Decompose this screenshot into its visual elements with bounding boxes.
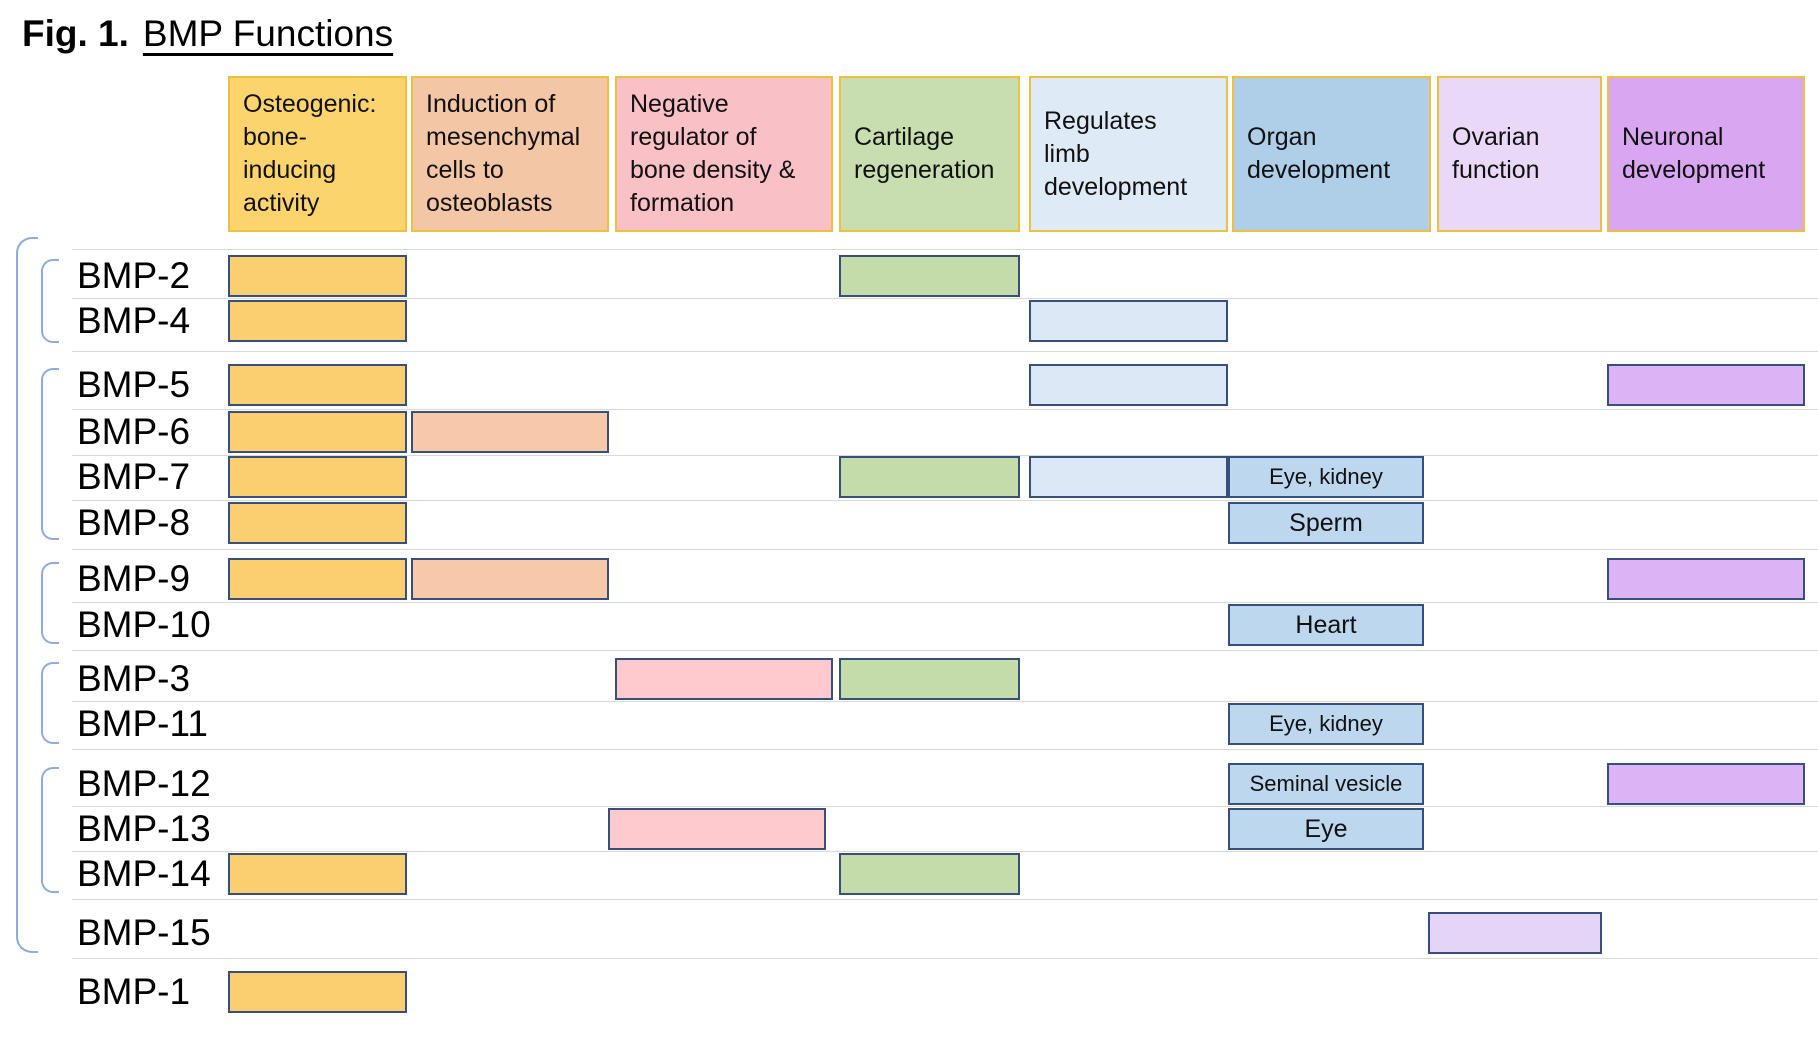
row-label-bmp-5: BMP-5 [77, 364, 191, 405]
row-label-bmp-3: BMP-3 [77, 658, 191, 699]
row-label-bmp-15: BMP-15 [77, 912, 211, 953]
row-separator-line [72, 249, 1818, 250]
row-separator-line [72, 298, 1818, 299]
bar-bmp-2-cartilage-regeneration [839, 255, 1020, 297]
row-separator-line [72, 899, 1818, 900]
row-label-bmp-6: BMP-6 [77, 411, 191, 452]
row-label-bmp-14: BMP-14 [77, 853, 211, 894]
column-header-organ-development: Organ development [1232, 76, 1431, 232]
bar-bmp-9-mesenchymal-induction [411, 558, 609, 600]
row-separator-line [72, 650, 1818, 651]
bar-bmp-6-mesenchymal-induction [411, 411, 609, 453]
row-separator-line [72, 958, 1818, 959]
row-label-bmp-13: BMP-13 [77, 808, 211, 849]
bar-bmp-5-neuronal-development [1607, 364, 1805, 406]
row-separator-line [72, 701, 1818, 702]
column-header-ovarian-function: Ovarian function [1437, 76, 1602, 232]
bar-bmp-7-limb-development [1029, 456, 1228, 498]
bar-bmp-8-osteogenic [228, 502, 407, 544]
bar-bmp-15-ovarian-function [1428, 912, 1602, 954]
bar-bmp-7-cartilage-regeneration [839, 456, 1020, 498]
row-separator-line [72, 409, 1818, 410]
bracket-outer [16, 237, 38, 953]
figure-title: Fig. 1. BMP Functions [22, 10, 393, 58]
bar-bmp-8-organ-development: Sperm [1228, 502, 1424, 544]
bar-bmp-12-organ-development: Seminal vesicle [1228, 763, 1424, 805]
bar-bmp-3-cartilage-regeneration [839, 658, 1020, 700]
bar-bmp-14-osteogenic [228, 853, 407, 895]
bar-bmp-5-osteogenic [228, 364, 407, 406]
bar-bmp-7-organ-development: Eye, kidney [1228, 456, 1424, 498]
bar-bmp-4-osteogenic [228, 300, 407, 342]
bar-bmp-14-cartilage-regeneration [839, 853, 1020, 895]
bar-bmp-13-organ-development: Eye [1228, 808, 1424, 850]
bar-bmp-13-bone-density-regulator [608, 808, 826, 850]
bar-bmp-11-organ-development: Eye, kidney [1228, 703, 1424, 745]
row-label-bmp-9: BMP-9 [77, 558, 191, 599]
row-label-bmp-7: BMP-7 [77, 456, 191, 497]
column-header-bone-density-regulator: Negative regulator of bone density & for… [615, 76, 833, 232]
row-separator-line [72, 351, 1818, 352]
column-header-osteogenic: Osteogenic: bone- inducing activity [228, 76, 407, 232]
row-separator-line [72, 500, 1818, 501]
bracket-group-bmp12-14 [41, 767, 59, 893]
column-header-limb-development: Regulates limb development [1029, 76, 1228, 232]
row-separator-line [72, 602, 1818, 603]
bar-bmp-5-limb-development [1029, 364, 1228, 406]
bar-bmp-7-osteogenic [228, 456, 407, 498]
row-label-bmp-11: BMP-11 [77, 703, 208, 744]
column-header-cartilage-regeneration: Cartilage regeneration [839, 76, 1020, 232]
bracket-group-bmp2-4 [41, 259, 59, 343]
bar-bmp-6-osteogenic [228, 411, 407, 453]
figure-name: BMP Functions [142, 13, 394, 54]
bar-bmp-4-limb-development [1029, 300, 1228, 342]
row-label-bmp-2: BMP-2 [77, 255, 191, 296]
bar-bmp-9-neuronal-development [1607, 558, 1805, 600]
bar-bmp-9-osteogenic [228, 558, 407, 600]
figure-number-label: Fig. 1. [22, 13, 129, 54]
row-separator-line [72, 806, 1818, 807]
row-label-bmp-8: BMP-8 [77, 502, 191, 543]
row-label-bmp-12: BMP-12 [77, 763, 211, 804]
column-header-mesenchymal-induction: Induction of mesenchymal cells to osteob… [411, 76, 609, 232]
row-label-bmp-4: BMP-4 [77, 300, 191, 341]
bar-bmp-2-osteogenic [228, 255, 407, 297]
bar-bmp-12-neuronal-development [1607, 763, 1805, 805]
row-separator-line [72, 549, 1818, 550]
bracket-group-bmp3-11 [41, 662, 59, 744]
row-separator-line [72, 851, 1818, 852]
row-separator-line [72, 749, 1818, 750]
bar-bmp-1-osteogenic [228, 971, 407, 1013]
bracket-group-bmp9-10 [41, 562, 59, 644]
bar-bmp-10-organ-development: Heart [1228, 604, 1424, 646]
bracket-group-bmp5-8 [41, 368, 59, 540]
column-header-neuronal-development: Neuronal development [1607, 76, 1805, 232]
row-label-bmp-1: BMP-1 [77, 971, 191, 1012]
bar-bmp-3-bone-density-regulator [615, 658, 833, 700]
row-separator-line [72, 455, 1818, 456]
row-label-bmp-10: BMP-10 [77, 604, 211, 645]
